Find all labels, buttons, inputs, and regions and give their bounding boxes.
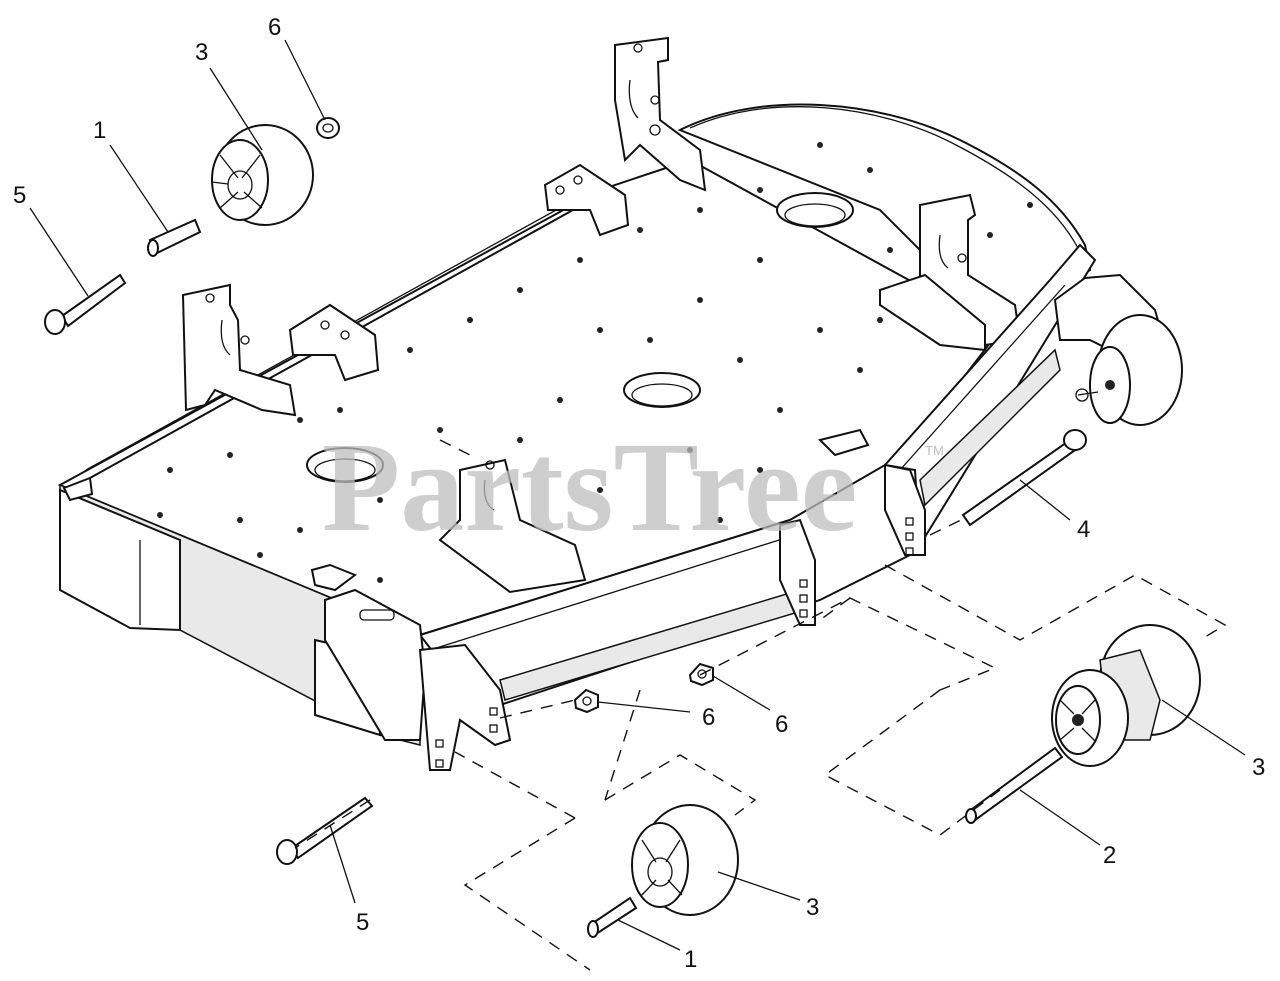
pin-part-2 xyxy=(965,746,1064,824)
bolt-part-4 xyxy=(961,429,1087,527)
callout-3-bottom: 3 xyxy=(806,894,819,921)
callout-4: 4 xyxy=(1077,516,1090,543)
assembly-guide-lines xyxy=(294,439,1227,971)
spindle-openings xyxy=(306,192,854,483)
callout-1-top: 1 xyxy=(93,117,106,144)
leader-lines xyxy=(29,39,1246,951)
deck-holes xyxy=(157,142,1033,583)
spacer-part-1-bottom xyxy=(587,896,638,938)
mounted-caster-wheel xyxy=(1053,273,1183,426)
bolt-part-5-top xyxy=(44,273,127,335)
nut-part-6-a xyxy=(573,688,599,714)
callout-5-bottom: 5 xyxy=(356,909,369,936)
wheel-part-3-bottom xyxy=(631,804,739,916)
callout-6-top: 6 xyxy=(268,14,281,41)
part-callouts: 5 1 3 6 4 6 6 3 2 5 3 1 xyxy=(13,14,1265,973)
washer-part-6-top xyxy=(316,117,340,139)
wheel-part-3-right xyxy=(1051,624,1201,767)
bolt-part-5-bottom xyxy=(276,796,374,865)
spacer-part-1-top xyxy=(147,218,202,257)
wheel-part-3-top xyxy=(211,124,314,226)
callout-6-center-right: 6 xyxy=(775,711,788,738)
callout-3-right: 3 xyxy=(1252,754,1265,781)
partstree-watermark: PartsTree xyxy=(322,416,857,558)
trademark-mark: TM xyxy=(925,443,944,458)
callout-6-center-left: 6 xyxy=(702,704,715,731)
callout-5-top-left: 5 xyxy=(13,182,26,209)
callout-2: 2 xyxy=(1103,842,1116,869)
caster-arm-rails xyxy=(324,243,1097,771)
callout-3-top: 3 xyxy=(195,39,208,66)
callout-1-bottom: 1 xyxy=(684,946,697,973)
deck-brackets xyxy=(181,36,1022,594)
